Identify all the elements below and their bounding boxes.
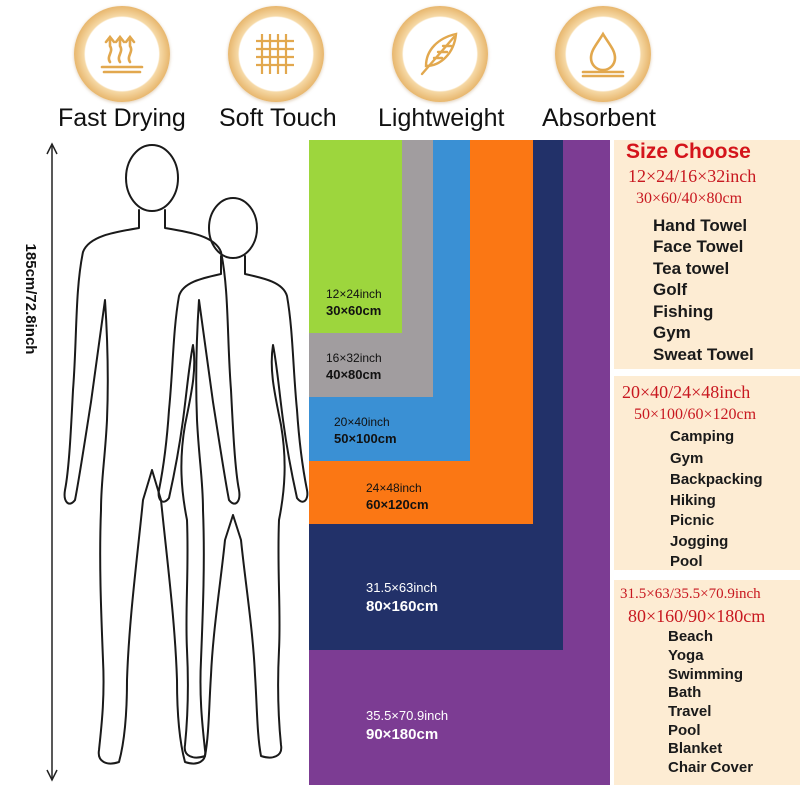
fabric-weave-icon (228, 6, 324, 102)
towel-size-30x60 (309, 140, 402, 333)
size-group-cm: 50×100/60×120cm (634, 406, 757, 423)
size-inch: 31.5×63inch (366, 580, 438, 595)
feature-label-soft-touch: Soft Touch (219, 104, 337, 132)
use-item: Sweat Towel (653, 345, 754, 364)
man-silhouette (63, 144, 241, 765)
size-choose-title: Size Choose (626, 140, 751, 163)
water-drop-icon (555, 6, 651, 102)
use-item: Travel (668, 703, 712, 720)
use-item: Jogging (670, 533, 729, 550)
size-choose-panel-2: 20×40/24×48inch 50×100/60×120cm Camping … (614, 376, 800, 570)
size-cm: 90×180cm (366, 725, 439, 743)
feature-label-lightweight: Lightweight (378, 104, 505, 132)
use-item: Fishing (653, 302, 714, 321)
use-item: Gym (670, 450, 704, 467)
height-arrow (46, 142, 58, 782)
use-item: Golf (653, 280, 687, 299)
size-group-inch: 31.5×63/35.5×70.9inch (620, 586, 761, 602)
use-item: Bath (668, 684, 702, 701)
feather-icon (392, 6, 488, 102)
use-item: Beach (668, 628, 714, 645)
size-group-cm: 30×60/40×80cm (636, 190, 743, 207)
woman-silhouette (157, 197, 309, 759)
size-inch: 16×32inch (326, 351, 382, 365)
use-item: Hand Towel (653, 216, 748, 235)
use-item: Blanket (668, 740, 723, 757)
size-choose-panel-1: Size Choose 12×24/16×32inch 30×60/40×80c… (614, 140, 800, 369)
size-label-80x160: 31.5×63inch 80×160cm (366, 580, 438, 616)
use-item: Chair Cover (668, 759, 754, 776)
size-group-cm: 80×160/90×180cm (628, 606, 766, 626)
human-silhouettes (63, 144, 309, 765)
use-item: Swimming (668, 666, 744, 683)
feature-header: Fast Drying Soft Touch Lightweight Absor… (0, 0, 800, 140)
size-group-inch: 20×40/24×48inch (622, 382, 751, 402)
size-label-30x60: 12×24inch 30×60cm (326, 287, 382, 319)
use-item: Yoga (668, 647, 704, 664)
size-cm: 40×80cm (326, 366, 382, 382)
use-item: Tea towel (653, 259, 730, 278)
size-inch: 24×48inch (366, 481, 422, 495)
use-item: Pool (668, 722, 701, 739)
size-cm: 30×60cm (326, 302, 382, 318)
use-item: Camping (670, 428, 735, 445)
use-item: Pool (670, 553, 703, 570)
size-group-inch: 12×24/16×32inch (628, 166, 757, 186)
size-choose-panel-3: 31.5×63/35.5×70.9inch 80×160/90×180cm Be… (614, 580, 800, 785)
height-label: 185cm/72.8inch (22, 243, 39, 355)
use-item: Backpacking (670, 471, 763, 488)
use-item: Picnic (670, 512, 715, 529)
heat-waves-icon (74, 6, 170, 102)
size-label-90x180: 35.5×70.9inch 90×180cm (366, 708, 448, 744)
size-label-50x100: 20×40inch 50×100cm (334, 415, 397, 447)
size-cm: 80×160cm (366, 597, 439, 615)
size-label-40x80: 16×32inch 40×80cm (326, 351, 382, 383)
size-inch: 35.5×70.9inch (366, 708, 449, 723)
size-inch: 12×24inch (326, 287, 382, 301)
size-label-60x120: 24×48inch 60×120cm (366, 481, 429, 513)
feature-label-absorbent: Absorbent (542, 104, 656, 132)
use-item: Hiking (670, 492, 716, 509)
size-cm: 50×100cm (334, 430, 397, 446)
size-inch: 20×40inch (334, 415, 390, 429)
use-item: Gym (653, 323, 691, 342)
use-item: Face Towel (653, 237, 744, 256)
feature-label-fast-drying: Fast Drying (58, 104, 186, 132)
size-cm: 60×120cm (366, 496, 429, 512)
